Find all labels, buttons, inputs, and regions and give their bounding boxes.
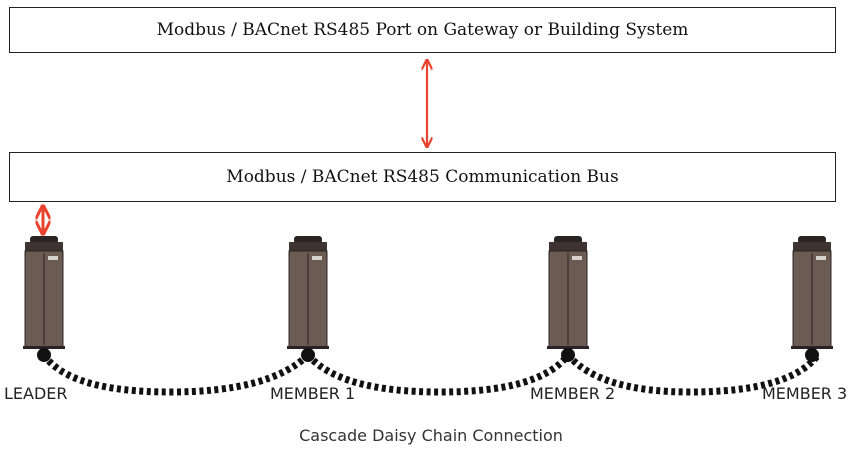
unit-member-3 xyxy=(791,236,833,362)
chain-segment-1 xyxy=(41,352,311,396)
unit-top xyxy=(25,242,63,252)
unit-top xyxy=(289,242,327,252)
unit-member-1 xyxy=(287,236,329,362)
unit-base xyxy=(23,346,65,349)
unit-logo xyxy=(816,256,826,260)
unit-member-2 xyxy=(547,236,589,362)
unit-base xyxy=(547,346,589,349)
communication-bus-box: Modbus / BACnet RS485 Communication Bus xyxy=(9,152,836,202)
chain-connector xyxy=(561,348,575,362)
unit-base xyxy=(287,346,329,349)
unit-label-member-2: MEMBER 2 xyxy=(530,384,616,403)
unit-base xyxy=(791,346,833,349)
chain-connector xyxy=(805,348,819,362)
unit-top xyxy=(549,242,587,252)
chain-connector xyxy=(301,348,315,362)
chain-segment-2 xyxy=(305,352,571,396)
chain-segment-3 xyxy=(565,352,821,396)
communication-bus-label: Modbus / BACnet RS485 Communication Bus xyxy=(226,167,619,187)
chain-connector xyxy=(37,348,51,362)
unit-logo xyxy=(48,256,58,260)
unit-label-member-3: MEMBER 3 xyxy=(762,384,848,403)
daisy-chain-caption: Cascade Daisy Chain Connection xyxy=(299,426,563,445)
unit-label-member-1: MEMBER 1 xyxy=(270,384,356,403)
unit-label-leader: LEADER xyxy=(4,384,68,403)
unit-logo xyxy=(572,256,582,260)
unit-top xyxy=(793,242,831,252)
gateway-port-box: Modbus / BACnet RS485 Port on Gateway or… xyxy=(9,7,836,53)
daisy-chain xyxy=(41,352,821,396)
unit-leader xyxy=(23,236,65,362)
unit-logo xyxy=(312,256,322,260)
gateway-port-label: Modbus / BACnet RS485 Port on Gateway or… xyxy=(156,20,689,40)
